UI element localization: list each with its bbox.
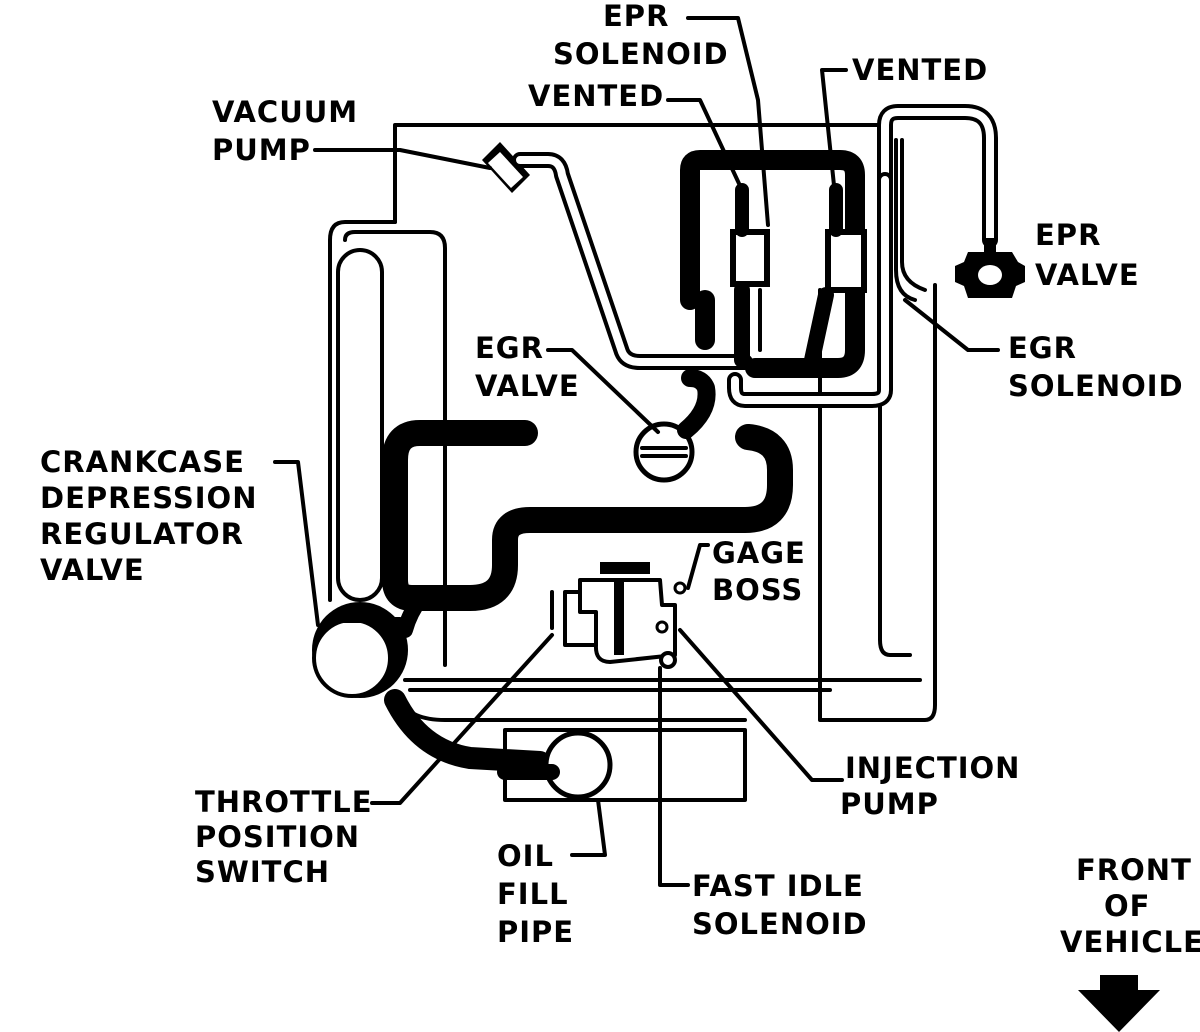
vacuum-pump-label-2: PUMP xyxy=(212,133,311,167)
epr-solenoid-body xyxy=(730,183,770,368)
crankcase-depression-regulator xyxy=(312,602,747,773)
epr-solenoid-label-1: EPR xyxy=(603,0,669,33)
gage-boss-label-2: BOSS xyxy=(712,573,803,607)
vented-left-label: VENTED xyxy=(528,79,664,113)
front-label-2: OF xyxy=(1104,889,1150,923)
epr-solenoid-label-2: SOLENOID xyxy=(553,37,729,71)
vacuum-pump-label-1: VACUUM xyxy=(212,95,358,129)
intake-runner xyxy=(336,248,384,602)
vented-right-label: VENTED xyxy=(852,53,988,87)
throttle-label-3: SWITCH xyxy=(195,855,330,889)
fast-idle-label-2: SOLENOID xyxy=(692,907,868,941)
labels: EPR SOLENOID VENTED VENTED VACUUM PUMP E… xyxy=(40,0,1200,959)
epr-valve xyxy=(955,238,1025,298)
crankcase-label-2: DEPRESSION xyxy=(40,481,257,515)
oil-fill-pipe xyxy=(497,728,747,802)
injection-pump-label-2: PUMP xyxy=(840,787,939,821)
egr-valve xyxy=(633,369,716,483)
front-label-3: VEHICLE xyxy=(1060,925,1200,959)
epr-valve-label-2: VALVE xyxy=(1035,258,1140,292)
throttle-label-1: THROTTLE xyxy=(195,785,373,819)
injection-pump-label-1: INJECTION xyxy=(845,751,1020,785)
vacuum-pump-line xyxy=(512,152,753,370)
epr-valve-line xyxy=(727,104,998,408)
crankcase-label-4: VALVE xyxy=(40,553,145,587)
epr-valve-label-1: EPR xyxy=(1035,218,1101,252)
throttle-label-2: POSITION xyxy=(195,820,360,854)
solenoid-vacuum-loop xyxy=(680,150,865,378)
egr-solenoid-label-1: EGR xyxy=(1008,331,1077,365)
egr-valve-label-2: VALVE xyxy=(475,369,580,403)
egr-valve-label-1: EGR xyxy=(475,331,544,365)
down-arrow-icon xyxy=(1078,975,1160,1032)
leader-lines xyxy=(273,16,1000,887)
crankcase-hose xyxy=(382,420,793,638)
oil-fill-label-3: PIPE xyxy=(497,915,574,949)
crankcase-label-1: CRANKCASE xyxy=(40,445,245,479)
crankcase-label-3: REGULATOR xyxy=(40,517,244,551)
vacuum-pump xyxy=(482,142,530,193)
gage-boss-label-1: GAGE xyxy=(712,536,806,570)
front-label-1: FRONT xyxy=(1076,853,1192,887)
egr-solenoid-label-2: SOLENOID xyxy=(1008,369,1184,403)
injection-pump xyxy=(550,562,687,669)
oil-fill-label-2: FILL xyxy=(497,877,569,911)
oil-fill-label-1: OIL xyxy=(497,839,554,873)
fast-idle-label-1: FAST IDLE xyxy=(692,869,864,903)
